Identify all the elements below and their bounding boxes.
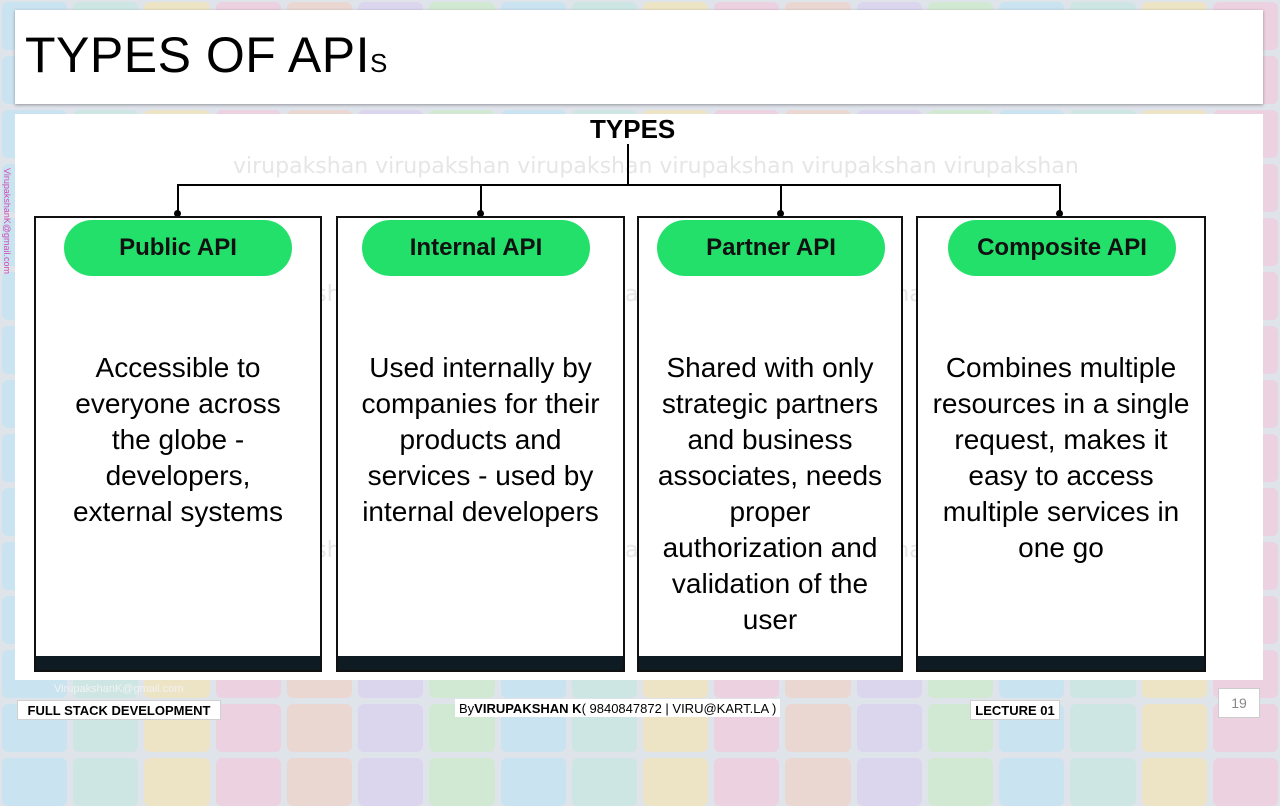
watermark: virupakshan virupakshan virupakshan viru… (233, 154, 1079, 179)
branch-dot (1056, 210, 1063, 217)
background-tile (500, 758, 566, 806)
card-base (36, 656, 320, 670)
branch-connector (177, 184, 179, 214)
background-tile (1212, 758, 1278, 806)
background-tile (358, 704, 424, 752)
background-tile (785, 704, 851, 752)
background-tile (856, 758, 922, 806)
diagram-panel: virupakshan virupakshan virupakshan viru… (15, 114, 1263, 680)
card-title: Internal API (362, 220, 590, 276)
background-tile (286, 704, 353, 752)
title-box: TYPES OF APIS (15, 10, 1263, 104)
card-description: Shared with only strategic partners and … (657, 352, 883, 635)
card-public-api: Public API Accessible to everyone across… (34, 216, 322, 672)
author-line: By VIRUPAKSHAN K ( 9840847872 | VIRU@KAR… (455, 699, 781, 717)
background-tile (286, 758, 353, 806)
lecture-label: LECTURE 01 (970, 700, 1060, 720)
card-description: Combines multiple resources in a single … (932, 352, 1190, 563)
page-number: 19 (1218, 688, 1260, 718)
background-tile (856, 704, 922, 752)
branch-dot (174, 210, 181, 217)
title-suffix: S (370, 48, 388, 78)
branch-dot (477, 210, 484, 217)
background-tile (785, 758, 851, 806)
card-base (338, 656, 623, 670)
background-tile (642, 758, 709, 806)
background-tile (1141, 704, 1207, 752)
card-base (918, 656, 1204, 670)
background-tile (1070, 758, 1136, 806)
background-tile (358, 758, 424, 806)
root-connector (627, 144, 629, 184)
background-tile (429, 758, 495, 806)
branch-connector (1059, 184, 1061, 214)
background-tile (144, 758, 210, 806)
card-base (639, 656, 901, 670)
background-tile (1141, 758, 1207, 806)
branch-connector (780, 184, 782, 214)
background-tile (215, 758, 281, 806)
card-partner-api: Partner API Shared with only strategic p… (637, 216, 903, 672)
background-tile (927, 758, 994, 806)
background-tile (999, 758, 1065, 806)
course-label: FULL STACK DEVELOPMENT (17, 700, 221, 720)
background-tile (2, 758, 68, 806)
horizontal-connector (177, 184, 1061, 186)
branch-dot (777, 210, 784, 217)
background-tile (714, 758, 780, 806)
background-tile (73, 758, 139, 806)
card-internal-api: Internal API Used internally by companie… (336, 216, 625, 672)
card-title: Composite API (948, 220, 1176, 276)
card-title: Public API (64, 220, 292, 276)
background-tile (571, 758, 637, 806)
branch-connector (480, 184, 482, 214)
side-email: VirupakshanK@gmail.com (2, 168, 12, 275)
author-contact: ( 9840847872 | VIRU@KART.LA ) (581, 700, 777, 716)
background-tile (215, 704, 281, 752)
card-title: Partner API (657, 220, 885, 276)
card-composite-api: Composite API Combines multiple resource… (916, 216, 1206, 672)
card-description: Accessible to everyone across the globe … (72, 352, 284, 527)
background-tile (1070, 704, 1136, 752)
author-name: VIRUPAKSHAN K (474, 700, 582, 716)
page-title: TYPES OF APIS (25, 26, 388, 84)
footer-email: VirupakshanK@gmail.com (54, 683, 184, 695)
title-main: TYPES OF API (25, 27, 370, 83)
diagram-root-label: TYPES (590, 114, 676, 144)
author-prefix: By (459, 700, 475, 716)
card-description: Used internally by companies for their p… (361, 352, 600, 527)
